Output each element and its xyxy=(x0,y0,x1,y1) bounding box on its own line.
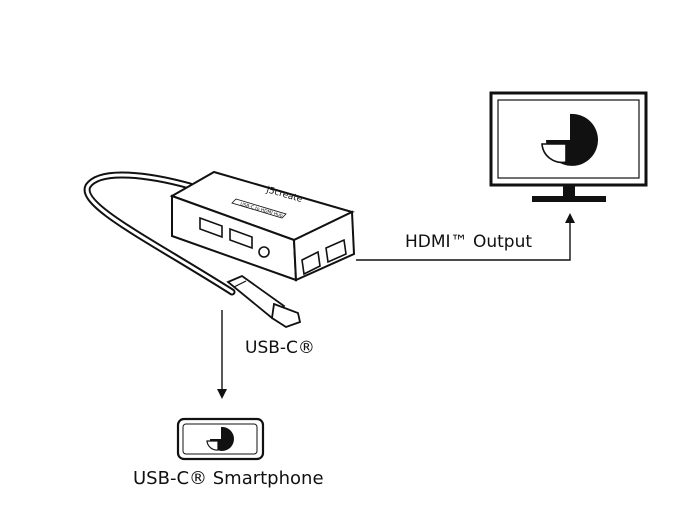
monitor-icon xyxy=(489,91,648,202)
smartphone-label: USB-C® Smartphone xyxy=(133,468,324,489)
usb-c-label: USB-C® xyxy=(245,338,315,358)
hdmi-connection-arrow xyxy=(356,213,575,261)
smartphone-icon xyxy=(176,417,265,461)
monitor-logo-mark xyxy=(541,113,598,166)
hdmi-output-label: HDMI™ Output xyxy=(405,232,533,252)
smartphone-logo-mark xyxy=(206,426,234,451)
usb-c-cable xyxy=(83,171,236,296)
usb-c-connector xyxy=(226,274,302,328)
usb-c-hub-icon: USB-C to HDMI Hub j5create xyxy=(169,170,356,282)
